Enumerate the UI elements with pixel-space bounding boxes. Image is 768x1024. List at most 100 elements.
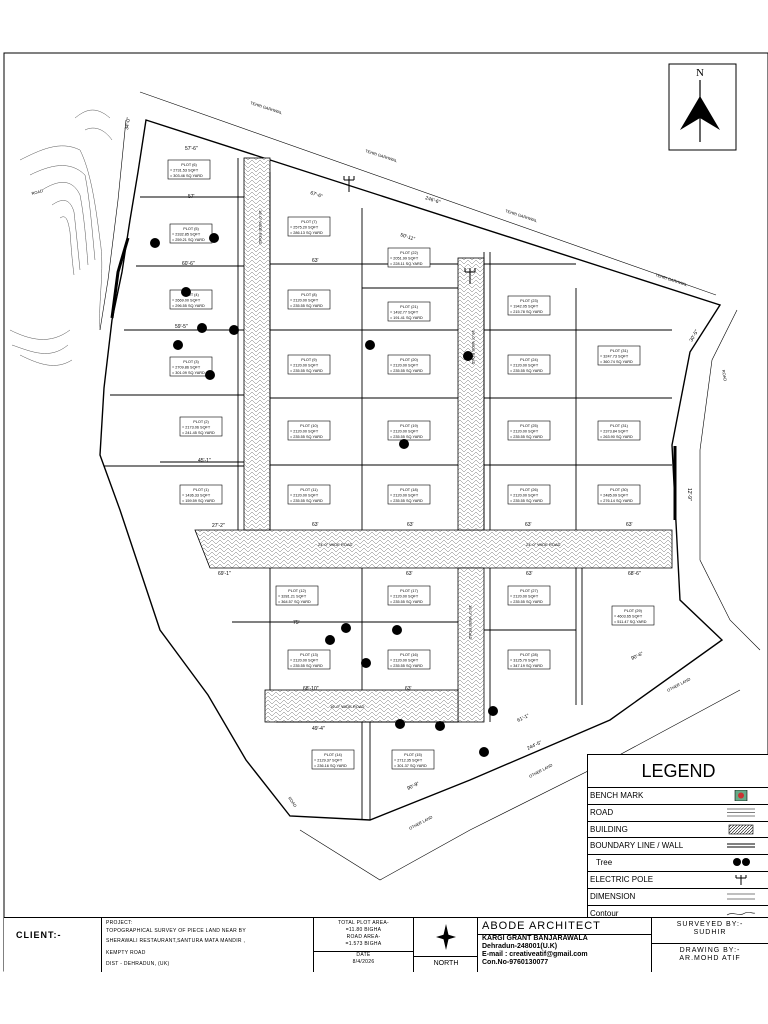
electric-poles: [343, 176, 476, 284]
plot-sqft: = 2120.00 SQFT: [390, 430, 419, 434]
legend-row-dimension: DIMENSION: [588, 889, 768, 906]
plot-name: PLOT (11): [300, 488, 318, 492]
plot-name: PLOT (28): [520, 653, 538, 657]
tree-icon: [205, 370, 215, 380]
plot-yard: = 296.55 SQ.YARD: [172, 304, 205, 308]
plot-sqft: = 1492.77 SQFT: [390, 311, 419, 315]
legend-row-bench-mark: BENCH MARK: [588, 788, 768, 805]
plot-yard: = 236.16 SQ.YARD: [314, 764, 347, 768]
plot-yard: = 286.13 SQ.YARD: [290, 231, 323, 235]
road-label: 16'-0" WIDE ROAD: [468, 605, 473, 640]
plot-label: PLOT (3)= 2709.86 SQFT= 301.09 SQ.YARD: [169, 356, 213, 377]
plot-name: PLOT (21): [400, 305, 418, 309]
plot-name: PLOT (8): [301, 293, 317, 297]
plot-sqft: = 2120.00 SQFT: [390, 595, 419, 599]
road-label: OTHER LAND: [408, 814, 433, 831]
dimension: 30'-5": [689, 329, 701, 343]
dimension: 27'-2": [212, 523, 225, 529]
tree-icon: [181, 287, 191, 297]
road-label: ROAD: [721, 369, 728, 381]
plot-label: PLOT (7) = 2575.20 SQFT= 286.13 SQ.YARD: [287, 216, 331, 237]
plot-name: PLOT (26): [520, 488, 538, 492]
plot-label: PLOT (28)= 3125.70 SQFT= 347.19 SQ.YARD: [507, 649, 551, 670]
boundary-wall-left: [110, 237, 130, 319]
plot-name: PLOT (4): [183, 293, 199, 297]
plot-yard: = 235.55 SQ.YARD: [390, 664, 423, 668]
legend-title: LEGEND: [588, 755, 768, 788]
plot-yard: = 241.45 SQ.YARD: [182, 431, 215, 435]
tree-icon: [229, 325, 239, 335]
plot-sqft: = 2120.00 SQFT: [290, 494, 319, 498]
plot-yard: = 364.57 SQ.YARD: [278, 600, 311, 604]
dimension: 12'-9": [686, 488, 692, 501]
road-label: 16'-0" WIDE ROAD: [330, 704, 365, 709]
road-label: TEHRI GARHWAL: [505, 208, 539, 223]
plot-yard: = 276.14 SQ.YARD: [600, 499, 633, 503]
plot-label: PLOT (22)= 2051.99 SQFT= 228.11 SQ.YARD: [387, 247, 431, 268]
road-label: TEHRI GARHWAL: [365, 148, 399, 163]
plot-name: PLOT (10): [300, 424, 318, 428]
firm-address: Dehradun-248001(U.K): [482, 943, 558, 950]
project-label: PROJECT:: [106, 920, 133, 926]
plot-sqft: = 2120.00 SQFT: [390, 659, 419, 663]
project-line: SHERAWALI RESTAURANT,SANTURA MATA MANDIR…: [106, 938, 246, 944]
plot-label: PLOT (26) = 2120.00 SQFT= 235.55 SQ.YARD: [507, 484, 551, 505]
legend-row-electric-pole: ELECTRIC POLE: [588, 872, 768, 889]
total-area-label: TOTAL PLOT AREA-: [337, 920, 390, 926]
plot-name: PLOT (7): [301, 220, 317, 224]
boundary-line-icon: [727, 843, 755, 848]
compass-rose-icon: [436, 924, 456, 950]
firm-address: KARGI GRANT BANJARAWALA: [482, 935, 588, 942]
plot-sqft: = 2709.86 SQFT: [172, 366, 201, 370]
legend-label: Tree: [596, 858, 613, 868]
north-label: NORTH: [414, 956, 478, 968]
plot-sqft: = 2120.00 SQFT: [510, 430, 539, 434]
plot-name: PLOT (30): [610, 488, 628, 492]
dimension: 75': [293, 620, 300, 626]
road-edge-right: [699, 309, 761, 651]
legend-label: BENCH MARK: [590, 791, 644, 800]
plot-yard: = 159.59 SQ.YARD: [182, 499, 215, 503]
legend-row-boundary: BOUNDARY LINE / WALL: [588, 838, 768, 856]
plot-name: PLOT (14): [324, 753, 342, 757]
plot-label: PLOT (20)= 2120.00 SQFT= 235.55 SQ.YARD: [387, 354, 431, 375]
plot-label: PLOT (21) = 1492.77 SQFT= 191.41 SQ.YARD: [387, 301, 431, 322]
legend-label: ROAD: [590, 807, 614, 817]
plot-sqft: = 2173.06 SQFT: [182, 426, 211, 430]
plot-label: PLOT (14)= 2129.37 SQFT= 236.16 SQ.YARD: [311, 749, 355, 770]
plot-label: PLOT (13)= 2120.00 SQFT= 235.55 SQ.YARD: [287, 649, 331, 670]
plot-yard: = 259.21 SQ.YARD: [172, 238, 205, 242]
plot-yard: = 235.55 SQ.YARD: [510, 499, 543, 503]
plot-sqft: = 2120.00 SQFT: [510, 494, 539, 498]
tree-icon: [361, 658, 371, 668]
project-line: DIST - DEHRADUN, (UK): [106, 961, 170, 967]
plot-label: PLOT (8)= 2120.00 SQFT= 235.55 SQ.YARD: [287, 289, 331, 310]
dimension: 60'-6": [182, 261, 195, 267]
plot-label: PLOT (25)= 2120.00 SQFT= 235.55 SQ.YARD: [507, 420, 551, 441]
dimension: 63': [312, 522, 319, 528]
tree-icon: [733, 858, 750, 867]
plot-sqft: = 3281.21 SQFT: [278, 595, 307, 599]
plot-name: PLOT (13): [300, 653, 318, 657]
plot-name: PLOT (9): [301, 358, 317, 362]
plot-yard: = 235.55 SQ.YARD: [390, 435, 423, 439]
plot-yard: = 215.78 SQ.YARD: [510, 310, 543, 314]
road-edge-left: [99, 119, 127, 331]
road-label: OTHER LAND: [528, 762, 553, 779]
plot-yard: = 191.41 SQ.YARD: [390, 316, 423, 320]
plot-yard: = 228.11 SQ.YARD: [390, 262, 423, 266]
plot-name: PLOT (5): [183, 227, 199, 231]
plot-sqft: = 2669.00 SQFT: [172, 299, 201, 303]
tree-icon: [365, 340, 375, 350]
building-hatch-icon: [728, 824, 754, 834]
plot-sqft: = 2120.00 SQFT: [510, 364, 539, 368]
plot-name: PLOT (29): [624, 609, 642, 613]
plot-yard: = 360.74 SQ.YARD: [600, 360, 633, 364]
legend-label: BOUNDARY LINE / WALL: [590, 841, 684, 851]
plot-sqft: = 2120.00 SQFT: [510, 595, 539, 599]
plot-yard: = 235.55 SQ.YARD: [290, 369, 323, 373]
electric-pole-icon: [343, 176, 355, 192]
north-cell: NORTH: [414, 918, 478, 972]
plot-sqft: = 2575.20 SQFT: [290, 226, 319, 230]
tree-icon: [325, 635, 335, 645]
